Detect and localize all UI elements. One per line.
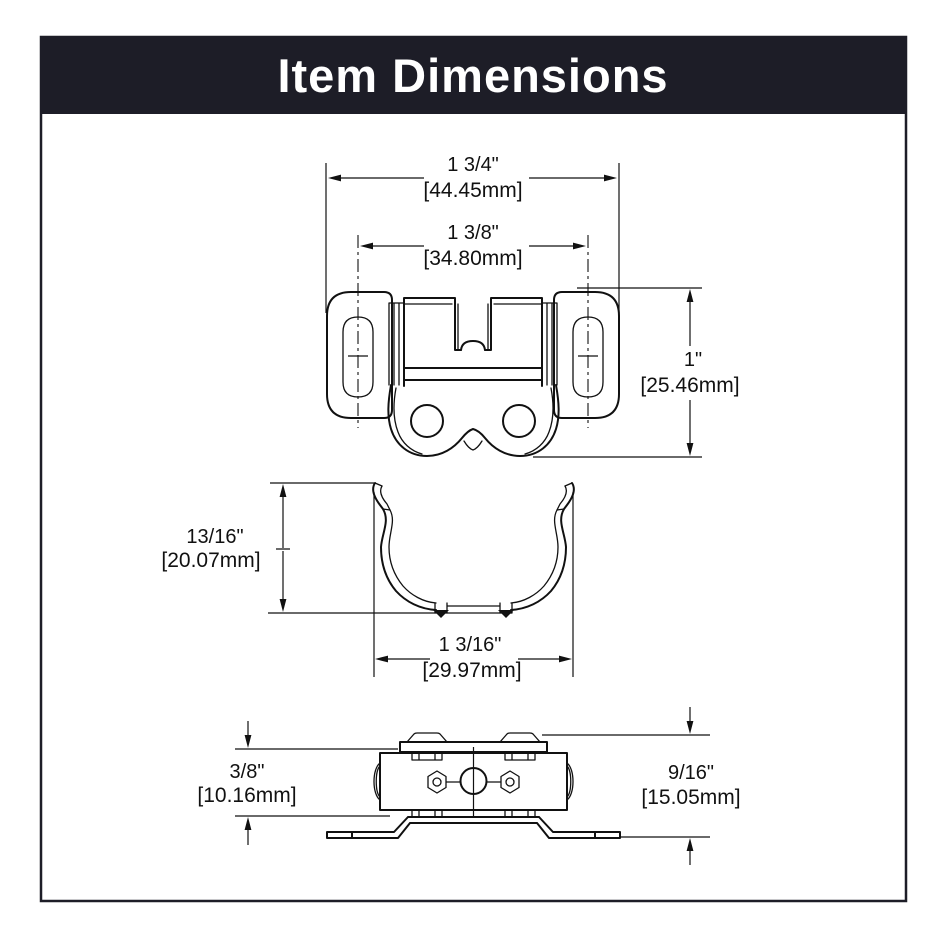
extension-lines xyxy=(268,482,574,677)
arrowhead-left xyxy=(360,242,373,250)
body-inner-edges xyxy=(403,303,543,351)
right-roller xyxy=(502,404,536,438)
dim-mm-label: [34.80mm] xyxy=(423,247,522,270)
left-nut-hole xyxy=(432,777,442,787)
profile-dim-width: 1 3/16" [29.97mm] xyxy=(375,634,572,682)
body-base-lines xyxy=(403,367,543,381)
right-arm-inner xyxy=(510,485,567,604)
roller-housing xyxy=(387,384,560,457)
left-screw-slot xyxy=(342,316,374,398)
arrowhead-up xyxy=(279,484,287,497)
arrowhead-down xyxy=(279,599,287,612)
front-dim-overall-width: 1 3/4" [44.45mm] xyxy=(325,154,620,313)
left-roller xyxy=(410,404,444,438)
dim-inches-label: 1 3/4" xyxy=(447,154,499,176)
dim-inches-label: 1 3/8" xyxy=(447,222,499,244)
left-arm-joints xyxy=(374,482,391,511)
front-view: 1 3/4" [44.45mm] 1 3/8" [34.80mm] 1" [25… xyxy=(325,154,740,458)
left-arm-outer xyxy=(372,482,437,611)
dim-mm-label: [10.16mm] xyxy=(197,784,296,807)
roller-housing-inner xyxy=(393,387,554,455)
roller-end-bulges xyxy=(373,762,574,801)
front-dim-hole-spacing: 1 3/8" [34.80mm] xyxy=(360,222,586,270)
arrowhead-up xyxy=(686,289,694,302)
center-crosshair xyxy=(446,747,501,818)
arrowhead-right xyxy=(559,655,572,663)
dim-mm-label: [29.97mm] xyxy=(422,659,521,682)
right-nut-hole xyxy=(505,777,515,787)
slot-centerlines xyxy=(357,235,589,428)
dim-inches-label: 9/16" xyxy=(668,762,714,784)
left-arm-inner xyxy=(380,485,437,604)
top-dim-overall-depth: 9/16" [15.05mm] xyxy=(542,707,741,865)
extension-lines xyxy=(235,748,398,817)
screw-heads xyxy=(406,732,541,743)
arrowhead-left xyxy=(328,174,341,182)
dim-inches-label: 1 3/16" xyxy=(439,634,502,656)
header-band xyxy=(41,37,906,114)
dim-mm-label: [20.07mm] xyxy=(161,549,260,572)
top-plate xyxy=(399,741,548,753)
arrowhead-down xyxy=(686,443,694,456)
dim-inches-label: 13/16" xyxy=(186,526,243,548)
arrowhead-down xyxy=(244,735,252,748)
side-plates xyxy=(388,302,558,386)
spring-clip-drawing xyxy=(372,482,575,618)
left-foot-mark xyxy=(433,610,449,618)
notch-arc xyxy=(460,340,486,351)
right-foot-mark xyxy=(498,610,514,618)
right-arm-outer xyxy=(510,482,575,611)
extension-lines xyxy=(533,287,702,458)
mounting-bracket xyxy=(326,816,621,839)
top-dim-body-depth: 3/8" [10.16mm] xyxy=(197,721,398,845)
dim-mm-label: [25.46mm] xyxy=(640,374,739,397)
arrowhead-up xyxy=(244,817,252,830)
dim-inches-label: 1" xyxy=(684,349,702,371)
left-nut xyxy=(427,770,447,794)
right-arm-joints xyxy=(556,482,573,511)
right-screw-slot xyxy=(572,316,604,398)
screw-shanks-top xyxy=(411,751,536,761)
arrowhead-right xyxy=(604,174,617,182)
right-mounting-wing xyxy=(553,291,620,419)
dimension-line xyxy=(276,497,290,599)
front-dim-height: 1" [25.46mm] xyxy=(533,287,740,458)
dim-inches-label: 3/8" xyxy=(230,761,265,783)
roller-catch-front-drawing xyxy=(326,235,620,457)
top-view: 3/8" [10.16mm] 9/16" [15.05mm] xyxy=(197,707,741,865)
extension-lines xyxy=(542,734,710,838)
arrowhead-left xyxy=(375,655,388,663)
arrowhead-down xyxy=(686,721,694,734)
right-nut xyxy=(500,770,520,794)
profile-view: 13/16" [20.07mm] 1 3/16" [29.97mm] xyxy=(161,482,575,682)
dim-mm-label: [15.05mm] xyxy=(641,786,740,809)
frame: Item Dimensions xyxy=(39,35,908,903)
dim-mm-label: [44.45mm] xyxy=(423,179,522,202)
arrowhead-up xyxy=(686,838,694,851)
profile-dim-height: 13/16" [20.07mm] xyxy=(161,482,574,677)
arrowhead-right xyxy=(573,242,586,250)
roller-catch-top-drawing xyxy=(326,732,621,839)
clip-feet xyxy=(434,602,513,614)
page-title: Item Dimensions xyxy=(277,49,668,102)
left-mounting-wing xyxy=(326,291,393,419)
